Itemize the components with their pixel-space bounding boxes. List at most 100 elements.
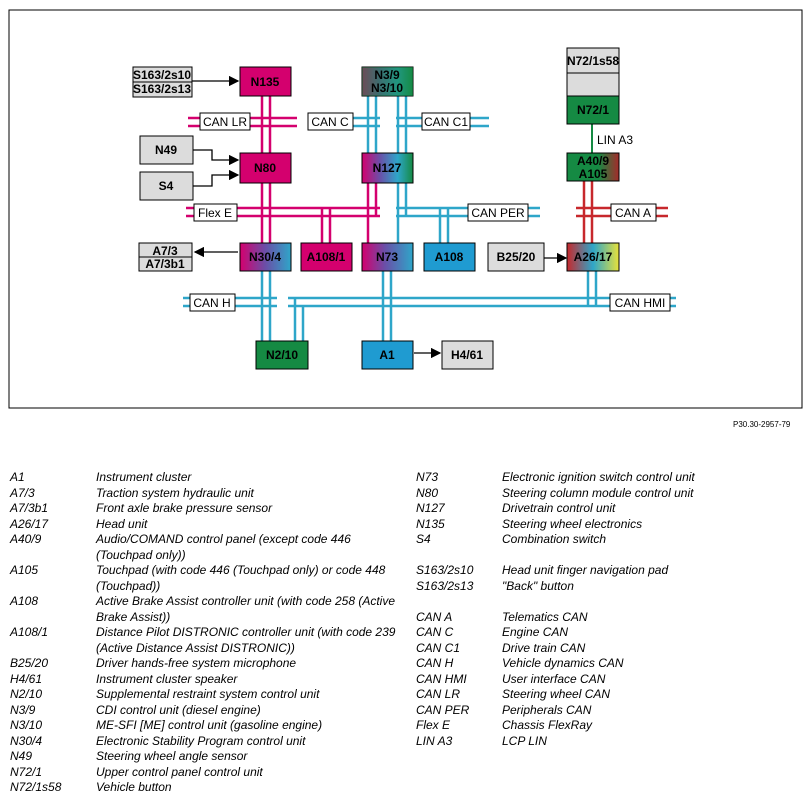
network-diagram: S163/2s10 S163/2s13 N135 N3/9 N3/10 N72/… xyxy=(8,9,803,409)
node-n3: N3/9 N3/10 xyxy=(361,66,414,97)
node-n127: N127 xyxy=(361,152,414,184)
label-a40-9: A40/9 xyxy=(577,154,609,168)
legend-code: N72/1s58 xyxy=(10,780,62,794)
legend-code: N3/10 xyxy=(10,718,43,732)
legend-code: N72/1 xyxy=(10,764,43,779)
legend-desc: Telematics CAN xyxy=(502,609,588,624)
link-n30-flex xyxy=(260,216,272,243)
legend-code: N30/4 xyxy=(10,733,43,748)
legend-code: CAN H xyxy=(416,656,454,670)
node-a7-3: A7/3 A7/3b1 xyxy=(138,242,193,272)
legend-desc: ME-SFI [ME] control unit (gasoline engin… xyxy=(96,718,323,732)
legend-code: A7/3b1 xyxy=(10,501,49,515)
legend-row: N3/10 ME-SFI [ME] control unit (gasoline … xyxy=(10,718,405,734)
node-s4: S4 xyxy=(139,171,194,201)
legend-desc: Steering wheel electronics xyxy=(502,516,643,531)
node-n49: N49 xyxy=(139,135,194,165)
legend-code: A40/9 xyxy=(10,532,42,546)
legend-right: N73 Electronic ignition switch control un… xyxy=(416,470,811,749)
link-n127 xyxy=(366,183,408,243)
arrow-s4-n80 xyxy=(193,169,240,187)
legend-row: N72/1s58 Vehicle button xyxy=(10,780,405,796)
legend-desc: Chassis FlexRay xyxy=(502,718,593,732)
legend-code: A1 xyxy=(10,470,25,484)
legend-code: A108 xyxy=(10,594,39,608)
label-h4-61: H4/61 xyxy=(451,348,483,362)
legend-desc: Active Brake Assist controller unit (wit… xyxy=(96,594,396,624)
legend-code: CAN A xyxy=(416,609,453,624)
text-can-lr: CAN LR xyxy=(203,115,247,129)
legend-desc: Steering wheel angle sensor xyxy=(96,749,248,763)
legend-desc: Head unit xyxy=(96,516,148,531)
bus-label-flex-e: Flex E xyxy=(193,203,238,222)
node-a40-9: A40/9 A105 xyxy=(566,152,620,182)
legend-desc: Vehicle button xyxy=(96,780,172,794)
label-lin-a3: LIN A3 xyxy=(597,133,633,147)
legend-desc: Peripherals CAN xyxy=(502,702,592,717)
legend-row: B25/20 Driver hands-free system microphon… xyxy=(10,656,405,672)
arrow-n49-n80 xyxy=(193,149,240,166)
label-n2-10: N2/10 xyxy=(266,348,298,362)
label-s163-2s10: S163/2s10 xyxy=(133,68,191,82)
label-n127: N127 xyxy=(373,161,402,175)
legend-desc: Electronic ignition switch control unit xyxy=(502,470,695,484)
legend-code: A108/1 xyxy=(10,625,49,639)
legend-desc: Driver hands-free system microphone xyxy=(96,656,297,670)
label-s163-2s13: S163/2s13 xyxy=(133,82,191,96)
node-n2-10: N2/10 xyxy=(255,340,309,370)
bus-label-can-c: CAN C xyxy=(307,112,354,131)
legend-code: N3/9 xyxy=(10,702,36,717)
node-a1: A1 xyxy=(361,340,414,370)
legend-desc: Traction system hydraulic unit xyxy=(96,485,254,500)
node-a26-17: A26/17 xyxy=(566,242,620,272)
legend-desc: Steering wheel CAN xyxy=(502,687,611,701)
bus-label-can-per: CAN PER xyxy=(467,203,529,222)
legend-code: CAN C xyxy=(416,625,454,639)
bus-label-can-h: CAN H xyxy=(189,293,236,312)
legend-desc: Engine CAN xyxy=(502,625,569,639)
node-n72-1s58: N72/1s58 xyxy=(566,47,620,97)
label-n3-10: N3/10 xyxy=(371,81,403,95)
label-a7-3: A7/3 xyxy=(152,244,178,258)
bus-label-can-a: CAN A xyxy=(610,203,657,222)
legend-row: CAN PER Peripherals CAN xyxy=(416,703,811,719)
legend-code: CAN PER xyxy=(416,702,470,717)
legend-row: CAN H Vehicle dynamics CAN xyxy=(416,656,811,672)
legend-row: N73 Electronic ignition switch control un… xyxy=(416,470,811,486)
label-b25-20: B25/20 xyxy=(497,250,536,264)
legend-code: N73 xyxy=(416,470,439,484)
text-can-hmi: CAN HMI xyxy=(615,296,666,310)
link-a108 xyxy=(438,208,450,243)
label-a1: A1 xyxy=(379,348,395,362)
legend-desc: Touchpad (with code 446 (Touchpad only) … xyxy=(96,563,386,593)
legend-code: B25/20 xyxy=(10,656,49,670)
label-n135: N135 xyxy=(251,75,280,89)
legend-code: CAN LR xyxy=(416,687,461,701)
node-h4-61: H4/61 xyxy=(441,340,494,370)
legend-code: LIN A3 xyxy=(416,733,453,748)
link-n3 xyxy=(366,96,408,153)
label-n80: N80 xyxy=(254,161,276,175)
legend-code: N127 xyxy=(416,501,445,515)
legend-desc: Vehicle dynamics CAN xyxy=(502,656,624,670)
label-a108-1: A108/1 xyxy=(307,250,346,264)
label-n72-1: N72/1 xyxy=(577,103,609,117)
label-a108: A108 xyxy=(435,250,464,264)
legend-desc: Distance Pilot DISTRONIC controller unit… xyxy=(96,625,396,655)
legend-row: CAN C Engine CAN xyxy=(416,625,811,641)
legend-desc: User interface CAN xyxy=(502,671,606,686)
label-n30-4: N30/4 xyxy=(249,250,281,264)
label-a7-3b1: A7/3b1 xyxy=(145,257,185,271)
legend-code: N80 xyxy=(416,485,439,500)
link-a40-a26 xyxy=(582,181,594,243)
